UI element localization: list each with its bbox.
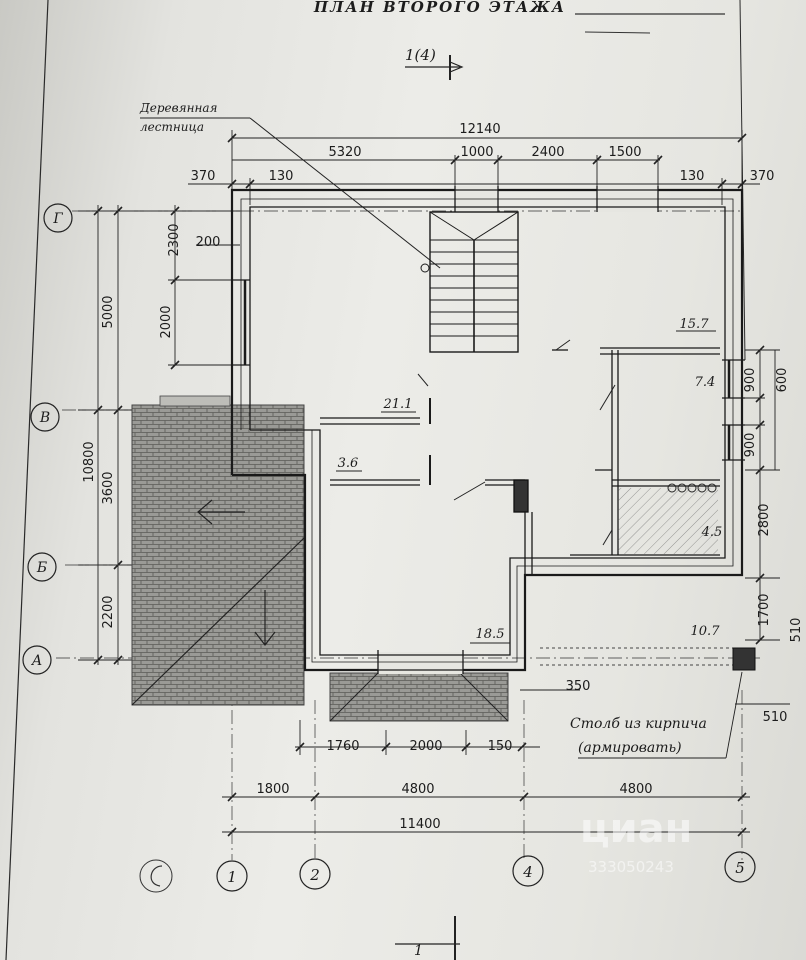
dim-right-510b: 510 xyxy=(763,710,788,725)
dim-left-3600: 3600 xyxy=(101,471,116,504)
dim-top-370-right: 370 xyxy=(750,169,775,184)
dim-right-900b: 900 xyxy=(743,433,758,458)
dim-bottom-1800: 1800 xyxy=(256,782,289,797)
svg-text:4: 4 xyxy=(522,863,533,881)
dim-bottom-1760: 1760 xyxy=(326,739,359,754)
dim-top-130-left: 130 xyxy=(269,169,294,184)
right-dimensions xyxy=(745,345,780,645)
svg-text:Б: Б xyxy=(36,560,47,576)
brick-note-line1: Столб из кирпича xyxy=(570,716,707,732)
dim-top-5320: 5320 xyxy=(328,145,361,160)
exterior-walls xyxy=(230,186,745,674)
dim-bottom-total: 11400 xyxy=(399,817,440,832)
brick-note-line2: (армировать) xyxy=(578,740,682,756)
svg-text:В: В xyxy=(39,410,50,426)
brick-pillar xyxy=(732,647,756,671)
dim-right-510a: 510 xyxy=(789,618,804,643)
door-swings xyxy=(417,339,616,546)
dim-bottom-150: 150 xyxy=(488,739,513,754)
axis-letter-b: Б xyxy=(27,552,57,582)
dim-left-2300: 2300 xyxy=(167,223,182,256)
title-underline-2 xyxy=(584,31,651,34)
dim-top-total: 12140 xyxy=(459,122,500,137)
axis-number-1: 1 xyxy=(216,860,248,892)
section-mark-bottom: 1 xyxy=(395,916,460,960)
svg-text:Г: Г xyxy=(52,211,63,227)
stair-label-line1: Деревянная xyxy=(139,101,218,115)
dim-left-10800: 10800 xyxy=(82,441,97,482)
room-area-10-7: 10.7 xyxy=(691,624,721,639)
svg-text:А: А xyxy=(31,653,43,669)
plan-title: ПЛАН ВТОРОГО ЭТАЖА xyxy=(313,0,566,16)
watermark-brand: циан xyxy=(580,806,692,852)
axis-number-4: 4 xyxy=(512,855,544,887)
room-area-7-4: 7.4 xyxy=(695,375,716,390)
dim-top-130-right: 130 xyxy=(680,169,705,184)
interior-walls xyxy=(320,347,720,576)
room-area-15-7: 15.7 xyxy=(680,317,710,332)
room-area-18-5: 18.5 xyxy=(476,627,505,642)
axis-letter-a: А xyxy=(22,645,52,675)
section-mark-top: 1(4) xyxy=(405,46,464,80)
dim-left-2000: 2000 xyxy=(159,305,174,338)
axis-letter-v: В xyxy=(30,402,60,432)
dim-top-1000: 1000 xyxy=(460,145,493,160)
bottom-dimensions xyxy=(222,689,750,837)
watermark-code: 333050243 xyxy=(588,858,674,876)
frame-line-right xyxy=(739,0,746,361)
dim-right-1700: 1700 xyxy=(757,593,772,626)
roof-west xyxy=(131,395,305,706)
svg-text:5: 5 xyxy=(735,859,745,877)
frame-line-left xyxy=(5,0,49,960)
axis-number-2: 2 xyxy=(299,858,331,890)
shower-hatch xyxy=(618,488,718,554)
stair-label-line2: лестница xyxy=(140,120,204,134)
stair-leader-line xyxy=(249,117,441,269)
dim-left-5000: 5000 xyxy=(101,295,116,328)
dim-right-600: 600 xyxy=(775,368,790,393)
axis-number-5: 5 xyxy=(724,851,756,883)
room-area-4-5: 4.5 xyxy=(701,525,723,540)
dim-top-370-left: 370 xyxy=(191,169,216,184)
dim-right-2800: 2800 xyxy=(757,503,772,536)
svg-text:1: 1 xyxy=(227,868,237,886)
bath-fixtures xyxy=(667,483,717,493)
drawing-stamp-mark xyxy=(139,859,173,893)
axis-letter-g: Г xyxy=(43,203,73,233)
roof-south xyxy=(329,672,509,722)
dim-bottom-4800-left: 4800 xyxy=(401,782,434,797)
svg-text:2: 2 xyxy=(309,866,320,884)
dim-left-2200: 2200 xyxy=(101,595,116,628)
section-mark-top-label: 1(4) xyxy=(405,46,436,64)
wooden-staircase xyxy=(420,211,519,353)
dim-bottom-2000: 2000 xyxy=(409,739,442,754)
dim-top-1500: 1500 xyxy=(608,145,641,160)
dim-left-200: 200 xyxy=(196,235,221,250)
dim-bottom-350: 350 xyxy=(566,679,591,694)
room-area-21-1: 21.1 xyxy=(383,397,413,412)
dim-bottom-4800-right: 4800 xyxy=(619,782,652,797)
dim-right-900a: 900 xyxy=(743,368,758,393)
dim-top-2400: 2400 xyxy=(531,145,564,160)
room-area-3-6: 3.6 xyxy=(338,456,359,471)
section-mark-bottom-label: 1 xyxy=(414,943,423,959)
